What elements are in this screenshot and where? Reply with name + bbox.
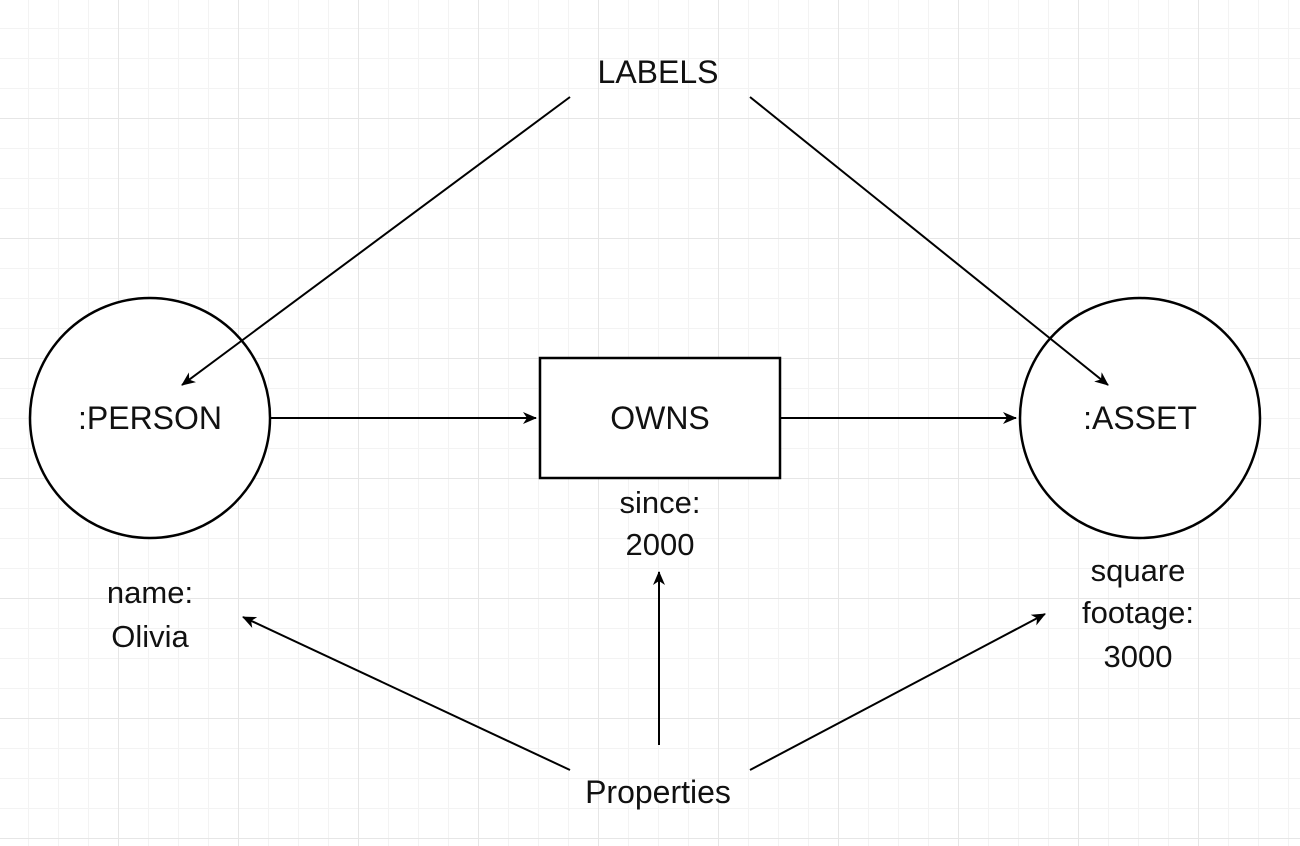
relationship-property-value: 2000 (625, 527, 695, 562)
owns-relationship-label: OWNS (610, 400, 710, 436)
person-node[interactable] (28, 296, 272, 540)
relationship-property-key: since: (619, 485, 701, 520)
labels-to-asset-arrow (749, 96, 1109, 386)
asset-property-value: 3000 (1103, 639, 1173, 674)
asset-property-key-line1: square (1090, 553, 1186, 588)
asset-node-label: :ASSET (1083, 400, 1197, 436)
person-node-label: :PERSON (77, 400, 223, 436)
person-property-key: name: (106, 575, 194, 610)
labels-to-person-arrow (181, 96, 571, 386)
asset-node[interactable] (1018, 296, 1262, 540)
properties-to-person-props-arrow (242, 616, 571, 771)
person-property-value: Olivia (111, 619, 189, 654)
properties-to-asset-props-arrow (749, 613, 1046, 771)
labels-caption: LABELS (597, 54, 719, 90)
properties-caption: Properties (585, 774, 731, 810)
owns-relationship-box[interactable] (538, 356, 782, 480)
asset-property-key-line2: footage: (1081, 595, 1195, 630)
